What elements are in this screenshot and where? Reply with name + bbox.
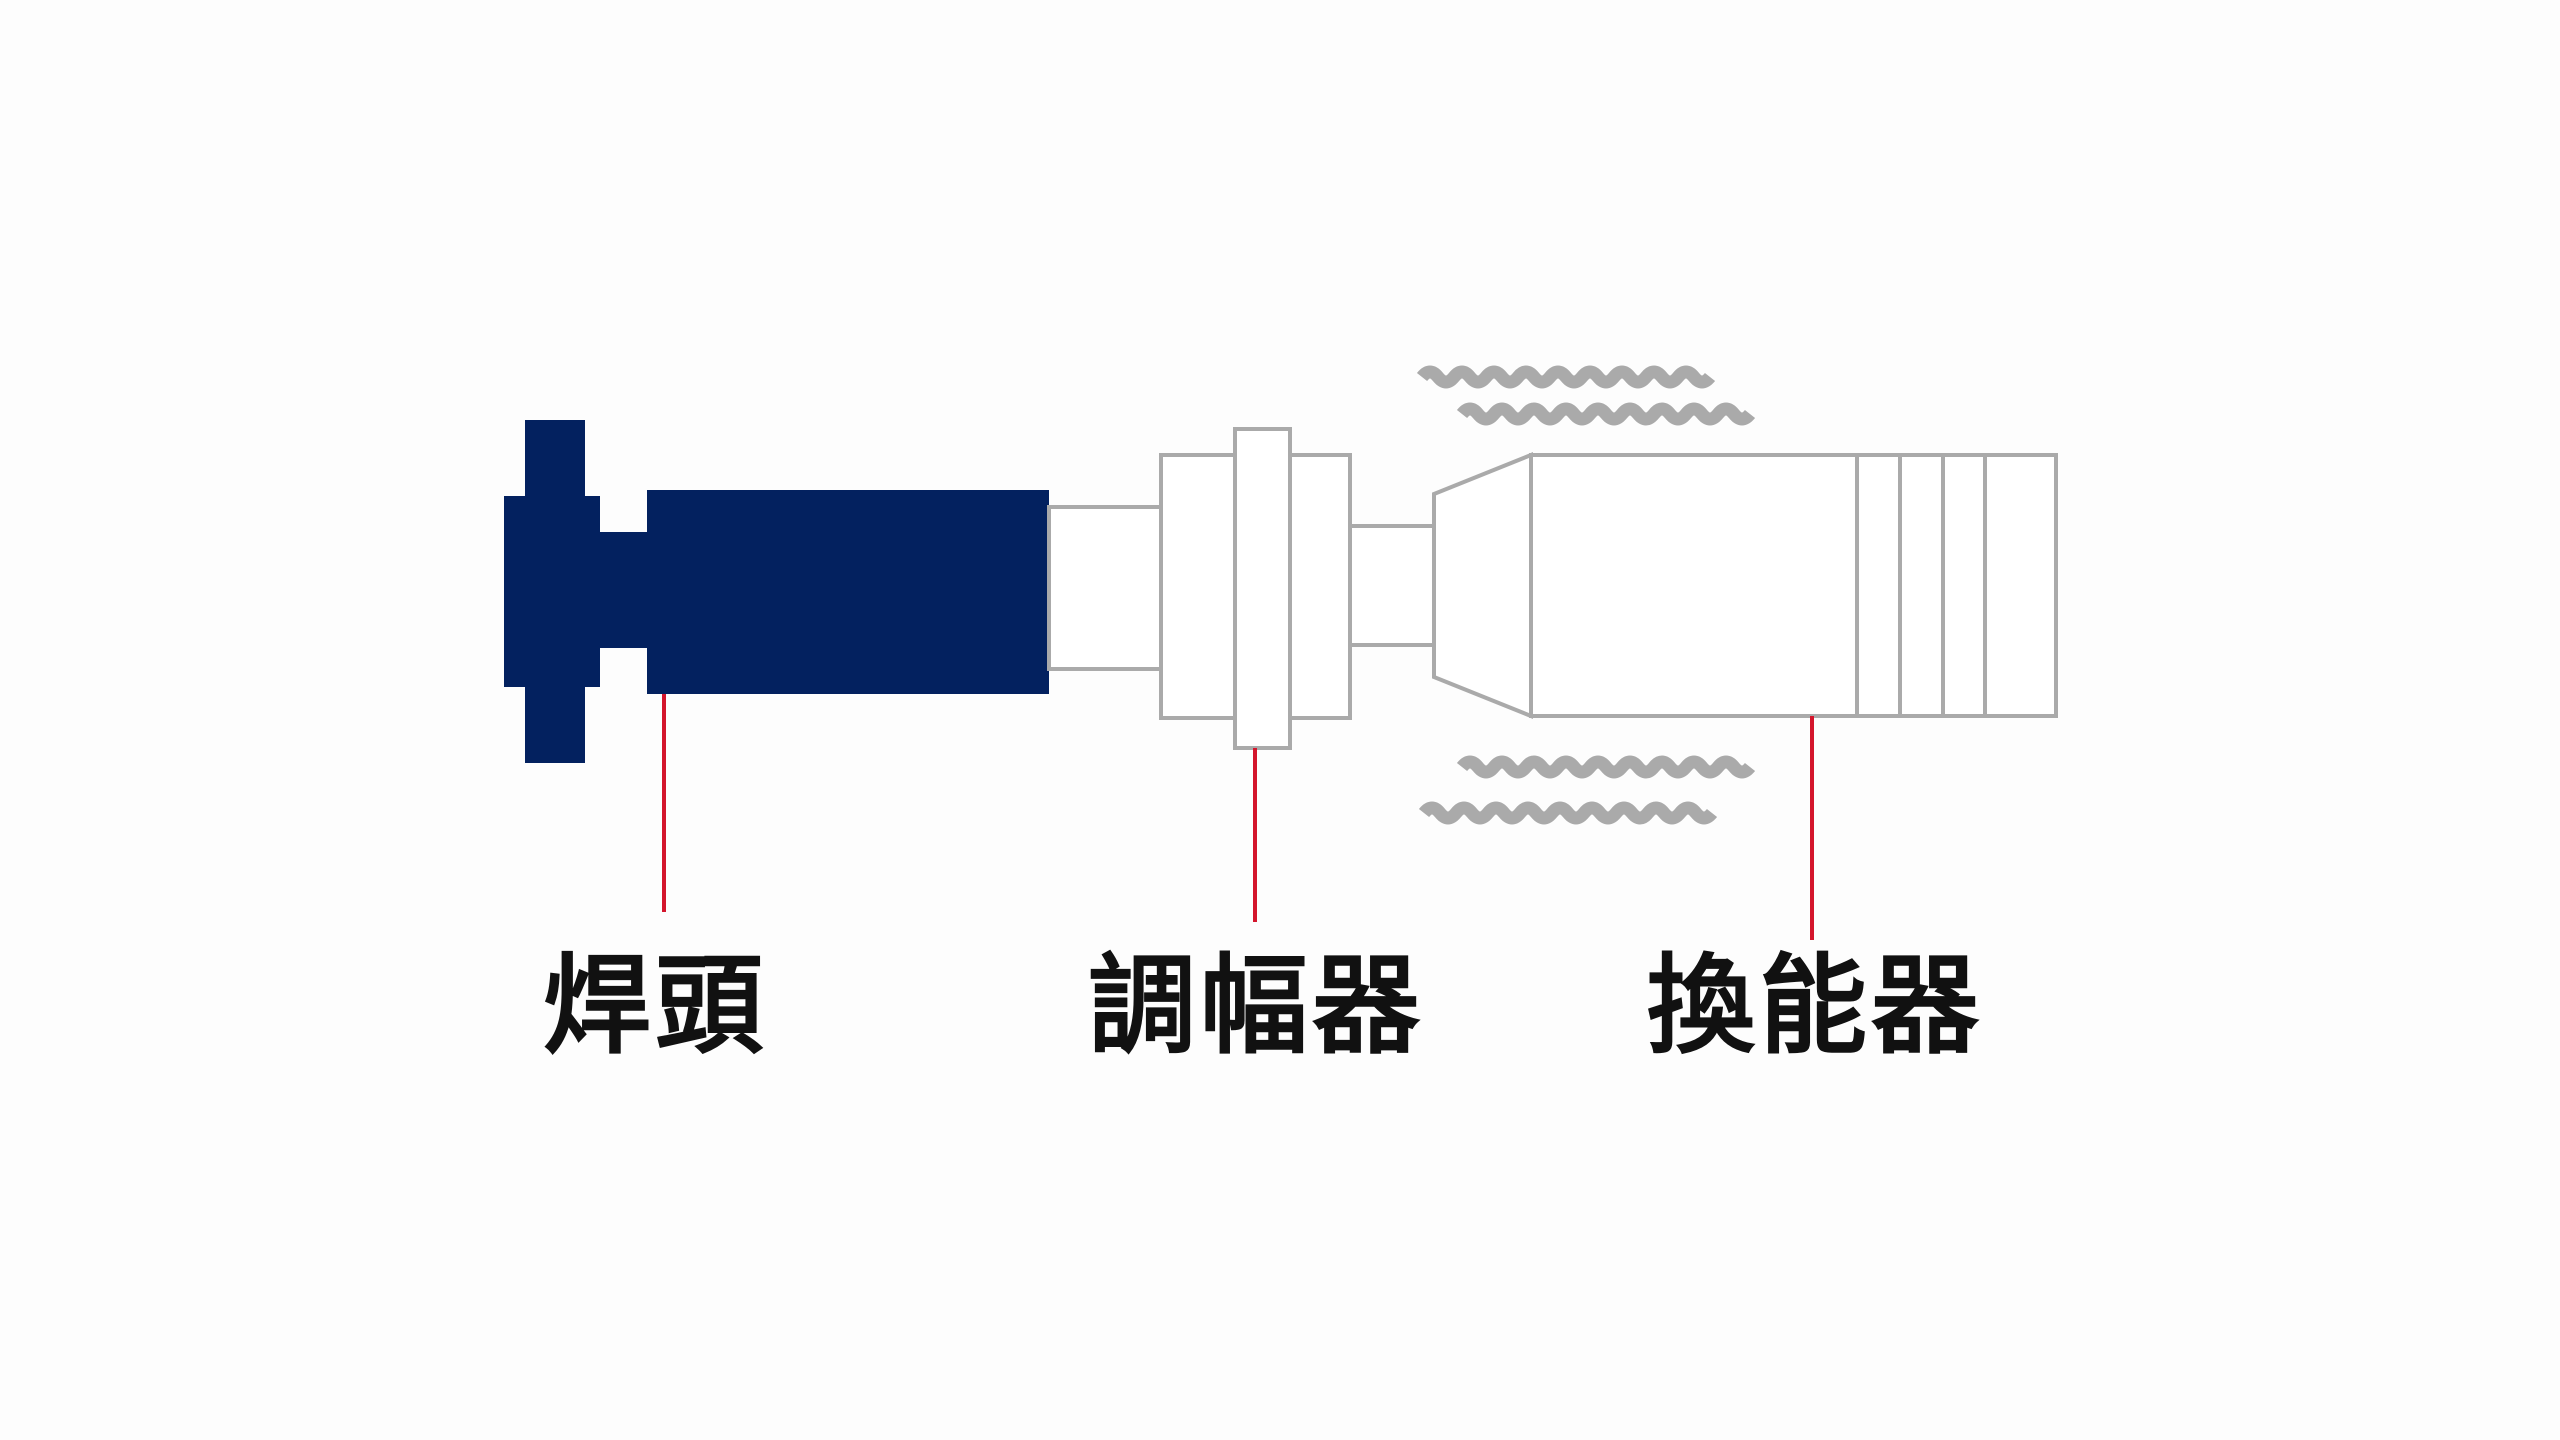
- wave-line: [1418, 801, 1718, 825]
- booster-converter-shaft: [1348, 524, 1436, 647]
- converter-cone: [1432, 452, 1533, 719]
- vibration-waves: [1416, 365, 1756, 825]
- booster-body-left: [1159, 453, 1237, 720]
- wave-line: [1416, 365, 1716, 389]
- horn-booster-shaft: [1047, 505, 1163, 671]
- booster-label: 調幅器: [1087, 944, 1424, 1069]
- leader-lines: [662, 694, 1814, 940]
- booster-body-right: [1288, 453, 1352, 720]
- horn: [504, 420, 1049, 763]
- horn-label: 焊頭: [542, 944, 767, 1069]
- converter-body: [1529, 453, 2058, 718]
- converter: [1432, 452, 2058, 719]
- wave-line: [1456, 755, 1756, 779]
- wave-line: [1456, 402, 1756, 426]
- horn-shape: [504, 420, 1049, 763]
- converter-label: 換能器: [1646, 944, 1983, 1069]
- booster: [1047, 427, 1436, 750]
- booster-flange: [1233, 427, 1292, 750]
